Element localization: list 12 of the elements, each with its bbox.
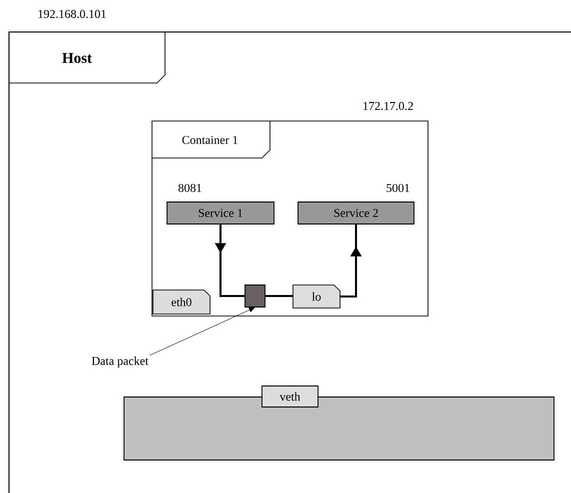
interface-tab: veth bbox=[262, 386, 318, 408]
leader-line bbox=[149, 307, 255, 356]
service-box: Service 2 bbox=[298, 202, 414, 224]
label-text: 172.17.0.2 bbox=[364, 102, 413, 110]
label-text: 8081 bbox=[178, 184, 202, 192]
label-text: 5001 bbox=[386, 184, 410, 192]
interface-tab: lo bbox=[292, 284, 340, 308]
label-text: 192.168.0.101 bbox=[38, 10, 106, 18]
service-box: Service 1 bbox=[166, 202, 274, 224]
callout-text: Data packet bbox=[92, 356, 148, 368]
data-packet-square bbox=[244, 284, 266, 308]
interface-tab: eth0 bbox=[152, 290, 210, 314]
